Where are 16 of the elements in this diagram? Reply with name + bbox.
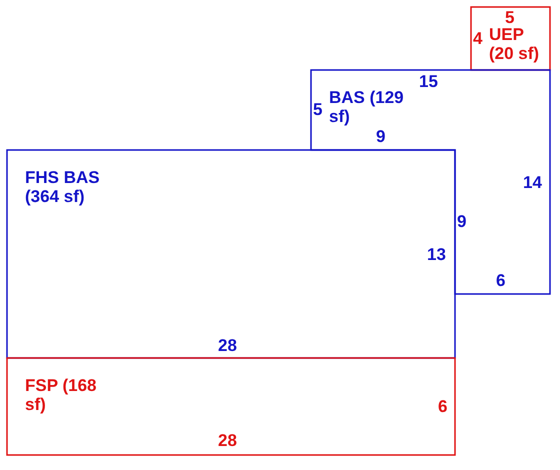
dimension-label: 5	[313, 100, 322, 119]
dimension-label: 13	[427, 245, 446, 264]
room-label: UEP (20 sf)	[489, 25, 540, 63]
dimension-label: 15	[419, 72, 438, 91]
dimension-label: 6	[496, 271, 506, 290]
dimension-label: 9	[457, 212, 466, 231]
dimension-label: 14	[523, 173, 542, 192]
dimension-label: 28	[218, 431, 237, 450]
dimension-label: 9	[376, 127, 386, 146]
room-label: FHS BAS (364 sf)	[25, 168, 101, 206]
dimension-label: 5	[505, 8, 514, 27]
room-label: BAS (129 sf)	[329, 88, 405, 126]
dimension-label: 6	[438, 397, 448, 416]
dimension-label: 28	[218, 336, 237, 355]
dimension-label: 4	[473, 29, 482, 48]
room-label: FSP (168 sf)	[25, 376, 98, 414]
